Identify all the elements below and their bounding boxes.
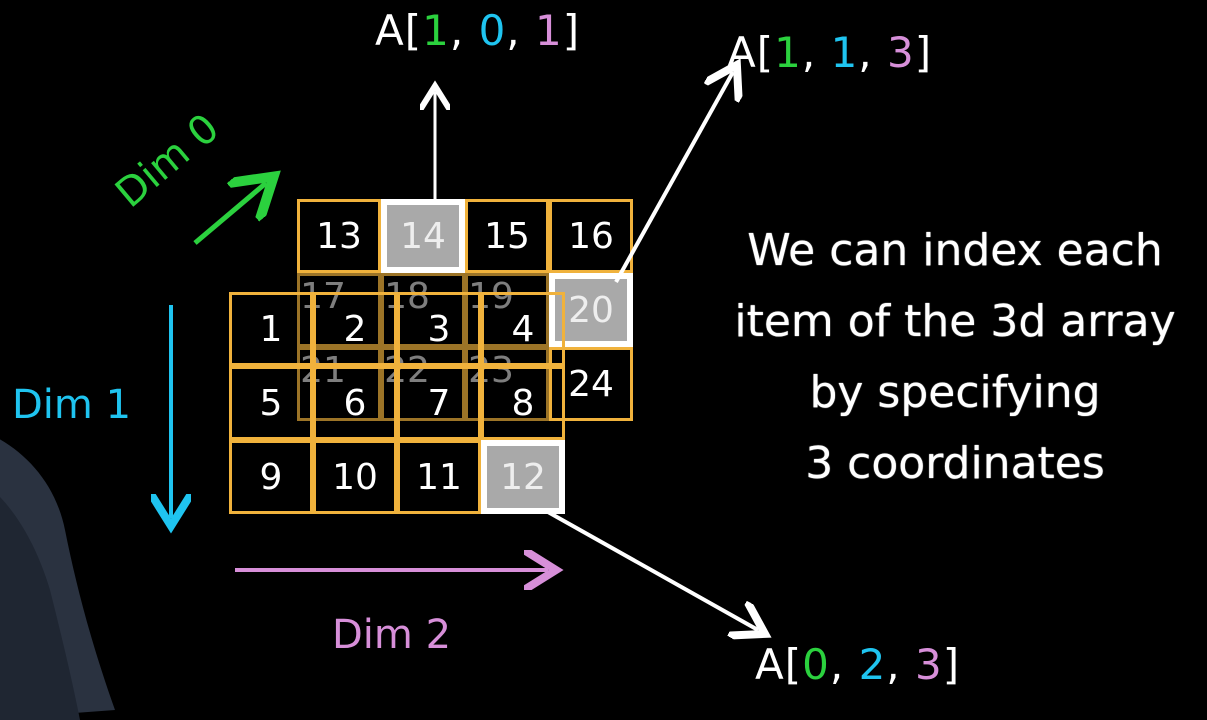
pointer-arrow-right (614, 72, 733, 283)
array-cell-8: 8 (481, 366, 565, 440)
array-cell-5: 5 (229, 366, 313, 440)
array-cell-10: 10 (313, 440, 397, 514)
array-cell-1: 1 (229, 292, 313, 366)
explanation-line-3: by specifying (809, 367, 1101, 418)
arrows-layer (0, 0, 1207, 704)
array-cell-value: 2 (343, 308, 367, 350)
array-cell-2: 2 (313, 292, 397, 366)
array-cell-9: 9 (229, 440, 313, 514)
index-label-top: A[1, 0, 1] (375, 6, 581, 55)
index-label-bottom: A[0, 2, 3] (755, 640, 961, 689)
array-cell-12: 12 (481, 440, 565, 514)
array-cell-value: 16 (568, 215, 614, 257)
array-cell-value: 19 (468, 275, 514, 317)
array-cell-value: 12 (500, 456, 546, 498)
array-cell-value: 10 (332, 456, 378, 498)
array-cell-value: 6 (343, 382, 367, 424)
array-cell-15: 15 (465, 199, 549, 273)
array-cell-6: 6 (313, 366, 397, 440)
array-cell-value: 8 (511, 382, 535, 424)
dim0-arrow (193, 183, 266, 245)
array-cell-value: 23 (468, 349, 514, 391)
array-cell-value: 13 (316, 215, 362, 257)
index-label-right: A[1, 1, 3] (727, 28, 933, 77)
pointer-arrow-bottom (547, 510, 758, 630)
array-cell-13: 13 (297, 199, 381, 273)
presenter-silhouette (0, 439, 115, 720)
array-cell-value: 3 (427, 308, 451, 350)
array-cell-value: 21 (300, 349, 346, 391)
explanation-line-2: item of the 3d array (734, 296, 1176, 347)
explanation-line-4: 3 coordinates (805, 438, 1105, 489)
array-cell-value: 1 (259, 308, 283, 350)
array-cell-value: 7 (427, 382, 451, 424)
array-cell-16: 16 (549, 199, 633, 273)
array-cell-value: 9 (259, 456, 283, 498)
explanation-text: We can index each item of the 3d array b… (705, 215, 1205, 499)
dim1-label: Dim 1 (12, 382, 132, 428)
array-cell-value: 22 (384, 349, 430, 391)
dim2-label: Dim 2 (332, 612, 452, 658)
array-cell-14: 14 (381, 199, 465, 273)
array-cell-value: 14 (400, 215, 446, 257)
array-cell-value: 4 (511, 308, 535, 350)
array-cell-value: 11 (416, 456, 462, 498)
array-cell-value: 20 (568, 289, 614, 331)
array-cell-value: 18 (384, 275, 430, 317)
array-cell-value: 17 (300, 275, 346, 317)
explanation-line-1: We can index each (747, 225, 1163, 276)
array-cell-20: 20 (549, 273, 633, 347)
array-cell-value: 24 (568, 363, 614, 405)
array-cell-11: 11 (397, 440, 481, 514)
array-cell-value: 15 (484, 215, 530, 257)
array-cell-7: 7 (397, 366, 481, 440)
array-cell-value: 5 (259, 382, 283, 424)
array-cell-3: 3 (397, 292, 481, 366)
array-cell-4: 4 (481, 292, 565, 366)
